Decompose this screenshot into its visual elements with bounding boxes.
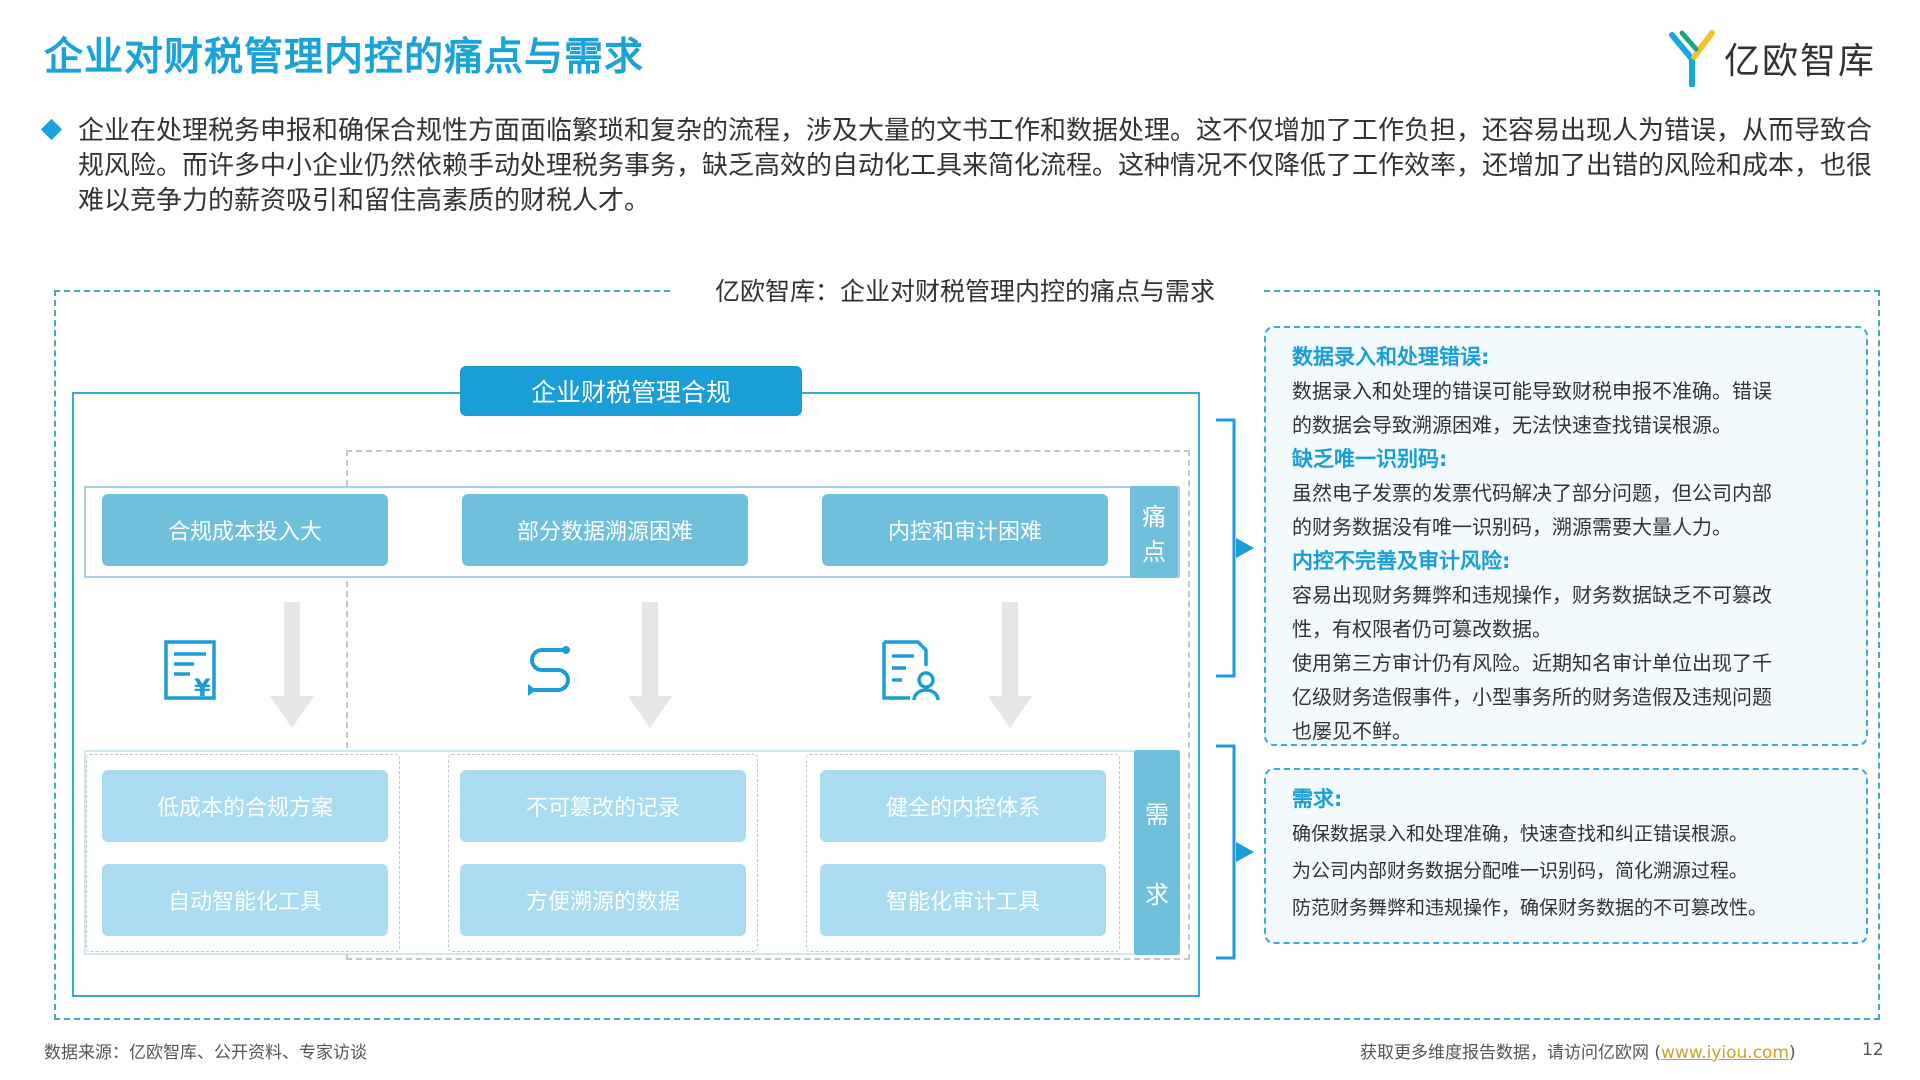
- need-tag-char-2: 求: [1145, 881, 1169, 909]
- svg-text:¥: ¥: [194, 674, 211, 702]
- diamond-bullet-icon: [40, 118, 63, 141]
- flow-icon: [528, 646, 570, 696]
- need-tag: 需 求: [1134, 750, 1180, 955]
- pain-section-line: 虽然电子发票的发票代码解决了部分问题，但公司内部: [1292, 481, 1772, 505]
- need-detail-panel: 需求: 确保数据录入和处理准确，快速查找和纠正错误根源。 为公司内部财务数据分配…: [1264, 768, 1868, 944]
- pain-section-line: 容易出现财务舞弊和违规操作，财务数据缺乏不可篡改: [1292, 583, 1772, 607]
- pain-brace-icon: [1216, 418, 1254, 678]
- footer-more: 获取更多维度报告数据，请访问亿欧网 (www.iyiou.com): [1360, 1038, 1796, 1063]
- footer-link[interactable]: www.iyiou.com: [1661, 1043, 1789, 1063]
- need-section-line: 防范财务舞弊和违规操作，确保财务数据的不可篡改性。: [1292, 897, 1768, 919]
- pain-item-trace: 部分数据溯源困难: [462, 494, 748, 566]
- need-group: [448, 754, 758, 952]
- pain-tag-char-2: 点: [1142, 538, 1166, 566]
- down-arrow-icon: [988, 602, 1032, 728]
- inner-dashed-frame: [346, 450, 1190, 960]
- pain-tag-char-1: 痛: [1142, 503, 1166, 531]
- page-number: 12: [1862, 1040, 1884, 1060]
- pain-section-head: 数据录入和处理错误:: [1292, 345, 1490, 369]
- intro-paragraph: 企业在处理税务申报和确保合规性方面面临繁琐和复杂的流程，涉及大量的文书工作和数据…: [40, 114, 1884, 219]
- need-item: 智能化审计工具: [820, 864, 1106, 936]
- need-section-line: 确保数据录入和处理准确，快速查找和纠正错误根源。: [1292, 823, 1749, 845]
- need-item: 健全的内控体系: [820, 770, 1106, 842]
- need-item: 低成本的合规方案: [102, 770, 388, 842]
- pain-item-audit: 内控和审计困难: [822, 494, 1108, 566]
- pain-section-head: 缺乏唯一识别码:: [1292, 447, 1448, 471]
- need-item: 不可篡改的记录: [460, 770, 746, 842]
- logo-mark-icon: [1668, 30, 1715, 87]
- pain-section-line: 亿级财务造假事件，小型事务所的财务造假及违规问题: [1292, 685, 1772, 709]
- compliance-label: 企业财税管理合规: [460, 366, 802, 416]
- pain-tag: 痛 点: [1130, 486, 1178, 578]
- logo-text: 亿欧智库: [1723, 41, 1876, 82]
- footer-more-prefix: 获取更多维度报告数据，请访问亿欧网 (: [1360, 1043, 1662, 1063]
- frame-title: 亿欧智库：企业对财税管理内控的痛点与需求: [670, 272, 1260, 312]
- audit-document-icon: [882, 640, 940, 701]
- need-tag-char-1: 需: [1145, 801, 1169, 829]
- pain-section-line: 也屡见不鲜。: [1292, 719, 1412, 743]
- source-note: 数据来源：亿欧智库、公开资料、专家访谈: [44, 1043, 367, 1063]
- logo: 亿欧智库: [1668, 28, 1876, 88]
- need-section-line: 为公司内部财务数据分配唯一识别码，简化溯源过程。: [1292, 860, 1749, 882]
- intro-text: 企业在处理税务申报和确保合规性方面面临繁琐和复杂的流程，涉及大量的文书工作和数据…: [78, 116, 1873, 216]
- need-group: [86, 754, 400, 952]
- need-item: 自动智能化工具: [102, 864, 388, 936]
- need-brace-icon: [1216, 744, 1254, 960]
- page-title: 企业对财税管理内控的痛点与需求: [44, 35, 645, 80]
- need-item: 方便溯源的数据: [460, 864, 746, 936]
- down-arrow-icon: [270, 602, 314, 728]
- need-group: [806, 754, 1120, 952]
- pain-section-line: 数据录入和处理的错误可能导致财税申报不准确。错误: [1292, 379, 1772, 403]
- invoice-icon: ¥: [164, 640, 216, 702]
- pain-item-cost: 合规成本投入大: [102, 494, 388, 566]
- footer-more-suffix: ): [1789, 1043, 1796, 1063]
- pain-section-line: 性，有权限者仍可篡改数据。: [1292, 617, 1552, 641]
- down-arrow-icon: [628, 602, 672, 728]
- pain-section-line: 使用第三方审计仍有风险。近期知名审计单位出现了千: [1292, 651, 1772, 675]
- pain-section-line: 的数据会导致溯源困难，无法快速查找错误根源。: [1292, 413, 1732, 437]
- pain-section-head: 内控不完善及审计风险:: [1292, 549, 1511, 573]
- pain-detail-panel: 数据录入和处理错误: 数据录入和处理的错误可能导致财税申报不准确。错误 的数据会…: [1264, 326, 1868, 746]
- need-section-head: 需求:: [1292, 787, 1343, 811]
- pain-section-line: 的财务数据没有唯一识别码，溯源需要大量人力。: [1292, 515, 1732, 539]
